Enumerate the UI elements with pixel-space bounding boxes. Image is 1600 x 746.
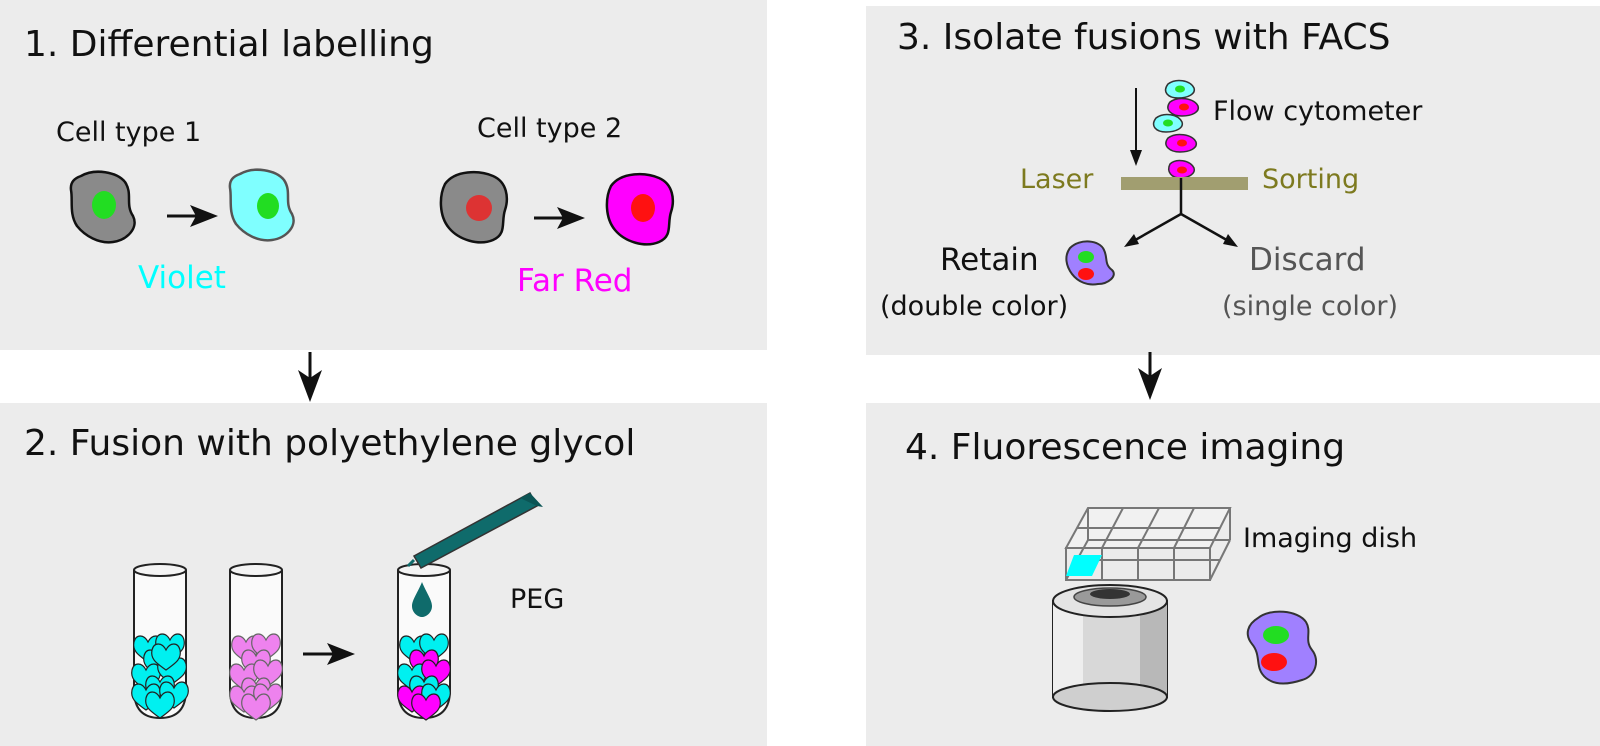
tube-far-red-cells — [229, 563, 283, 721]
fork-arrowhead-right — [1223, 234, 1238, 247]
laser-arrow — [1130, 88, 1142, 166]
retain-note: (double color) — [880, 291, 1069, 322]
laser-bar — [1121, 177, 1248, 190]
arrow-label-2 — [534, 207, 585, 229]
cell-type-2-label: Cell type 2 — [477, 113, 623, 144]
step-4-title: 4. Fluorescence imaging — [905, 427, 1346, 468]
cell-type-2-far-red — [605, 172, 675, 246]
discard-note: (single color) — [1222, 291, 1399, 322]
step-3-title: 3. Isolate fusions with FACS — [897, 17, 1391, 58]
cell-type-2-unlabelled — [439, 170, 509, 244]
arrow-step1-to-step2 — [298, 352, 322, 402]
tube-mixed-cells — [397, 563, 451, 721]
far-red-dye-label: Far Red — [517, 263, 633, 299]
flow-cytometer-label: Flow cytometer — [1213, 96, 1423, 127]
step-1-title: 1. Differential labelling — [24, 24, 434, 65]
peg-drop — [412, 582, 432, 617]
peg-label: PEG — [510, 584, 565, 615]
discard-label: Discard — [1249, 242, 1366, 278]
retained-fused-cell — [1065, 240, 1115, 286]
imaging-dish-filled-well — [1066, 555, 1102, 576]
step-2-panel — [0, 403, 767, 746]
fork-arrowhead-left — [1124, 234, 1139, 247]
flow-stream-cells — [1152, 79, 1200, 179]
retain-label: Retain — [940, 242, 1039, 278]
peg-pipette — [406, 491, 543, 570]
step-2-title: 2. Fusion with polyethylene glycol — [24, 423, 636, 464]
imaging-dish-label: Imaging dish — [1243, 523, 1418, 554]
sort-fork — [1129, 178, 1233, 245]
tube-violet-cells — [131, 563, 189, 720]
imaged-fused-cell — [1246, 610, 1318, 685]
step-4-panel — [866, 403, 1600, 746]
laser-label: Laser — [1020, 164, 1094, 195]
arrow-label-1 — [167, 205, 218, 227]
cell-type-1-unlabelled — [69, 170, 136, 244]
microscope-objective — [1052, 584, 1168, 712]
arrow-mix — [303, 643, 355, 665]
violet-dye-label: Violet — [138, 260, 226, 296]
cell-type-1-label: Cell type 1 — [56, 117, 202, 148]
sorting-label: Sorting — [1262, 164, 1360, 195]
cell-type-1-violet — [228, 168, 295, 242]
arrow-step3-to-step4 — [1138, 352, 1162, 400]
